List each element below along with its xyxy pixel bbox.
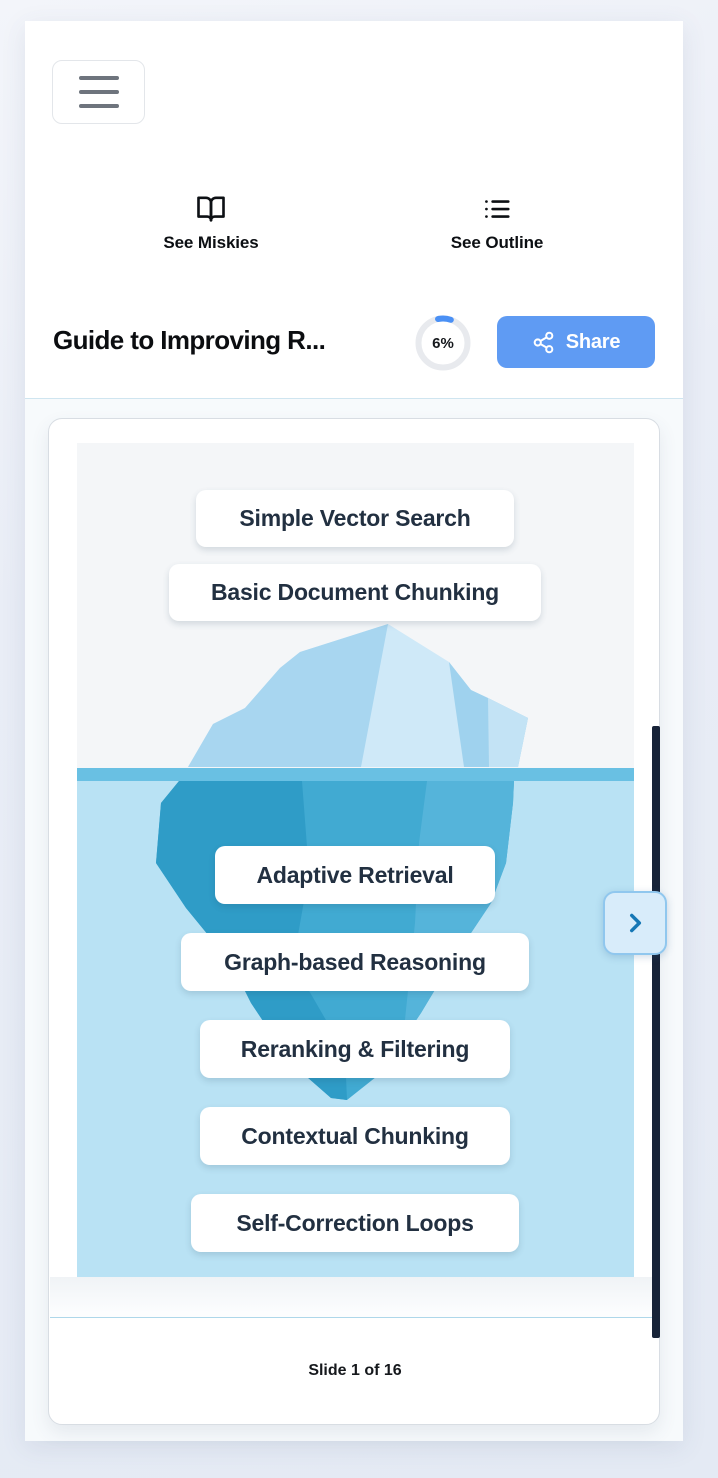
slide-label: Graph-based Reasoning: [181, 933, 529, 991]
nav-item-see-miskies[interactable]: See Miskies: [91, 163, 331, 283]
nav-item-label: See Outline: [450, 232, 544, 252]
progress-ring-svg: [415, 315, 471, 371]
progress-percent: 6%: [432, 334, 454, 352]
chevron-right-icon: [630, 913, 642, 933]
next-slide-button[interactable]: [603, 891, 667, 955]
slide-illustration: Simple Vector Search Basic Document Chun…: [77, 443, 634, 1277]
top-bar: [25, 21, 683, 163]
nav-item-label: See Miskies: [163, 232, 259, 252]
slide-label: Contextual Chunking: [200, 1107, 510, 1165]
slide-label: Adaptive Retrieval: [215, 846, 495, 904]
slide-scrollbar-thumb[interactable]: [652, 726, 660, 1338]
list-icon: [485, 199, 510, 218]
progress-ring: 6%: [415, 315, 471, 371]
slide-card: Simple Vector Search Basic Document Chun…: [48, 418, 660, 1425]
slide-label: Basic Document Chunking: [169, 564, 541, 621]
menu-button[interactable]: [52, 60, 145, 124]
share-button-label: Share: [565, 330, 621, 353]
slide-footer-divider: [50, 1317, 660, 1318]
share-network-icon: [533, 331, 554, 353]
slide-bottom-fade: [50, 1277, 660, 1317]
book-open-icon: [197, 195, 225, 222]
document-title: Guide to Improving R...: [53, 325, 326, 355]
waterline: [77, 768, 634, 781]
main-panel: See Miskies See Outline Guide to Improvi…: [25, 21, 683, 1441]
title-bar: Guide to Improving R... 6% Share: [25, 283, 683, 398]
nav-row: See Miskies See Outline: [25, 163, 683, 283]
share-button[interactable]: Share: [497, 316, 655, 368]
content-area: Simple Vector Search Basic Document Chun…: [25, 398, 683, 1441]
slide-label: Reranking & Filtering: [200, 1020, 510, 1078]
slide-indicator: Slide 1 of 16: [308, 1362, 402, 1379]
slide-label: Self-Correction Loops: [191, 1194, 519, 1252]
slide-label: Simple Vector Search: [196, 490, 514, 547]
nav-item-see-outline[interactable]: See Outline: [377, 163, 617, 283]
